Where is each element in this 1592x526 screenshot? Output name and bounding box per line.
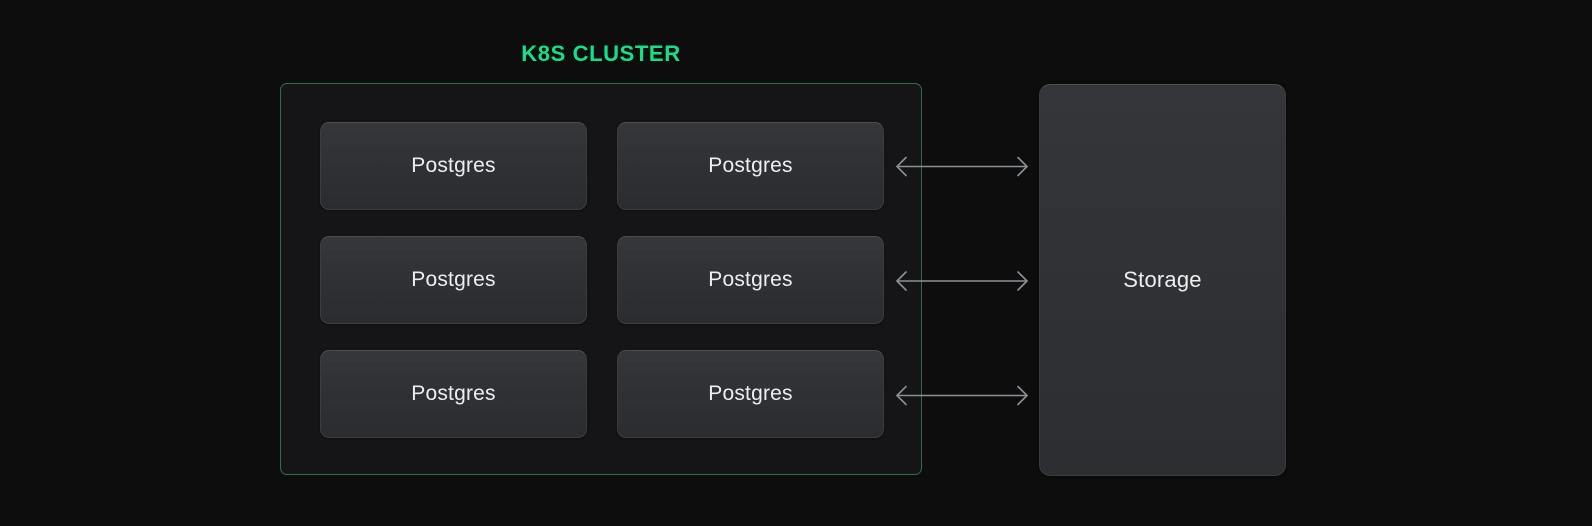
pod-label: Postgres <box>708 382 793 405</box>
cluster-title: K8S CLUSTER <box>521 41 681 66</box>
pod-postgres-6[interactable]: Postgres <box>617 350 884 438</box>
pod-postgres-4[interactable]: Postgres <box>617 236 884 324</box>
pod-label: Postgres <box>411 154 496 177</box>
pod-postgres-2[interactable]: Postgres <box>617 122 884 210</box>
pod-label: Postgres <box>411 382 496 405</box>
pod-postgres-1[interactable]: Postgres <box>320 122 587 210</box>
storage-label: Storage <box>1123 267 1202 292</box>
pod-label: Postgres <box>708 268 793 291</box>
pod-postgres-5[interactable]: Postgres <box>320 350 587 438</box>
storage-block[interactable]: Storage <box>1039 84 1286 476</box>
pod-postgres-3[interactable]: Postgres <box>320 236 587 324</box>
pod-label: Postgres <box>708 154 793 177</box>
pod-grid: Postgres Postgres Postgres Postgres Post… <box>320 122 884 438</box>
pod-label: Postgres <box>411 268 496 291</box>
